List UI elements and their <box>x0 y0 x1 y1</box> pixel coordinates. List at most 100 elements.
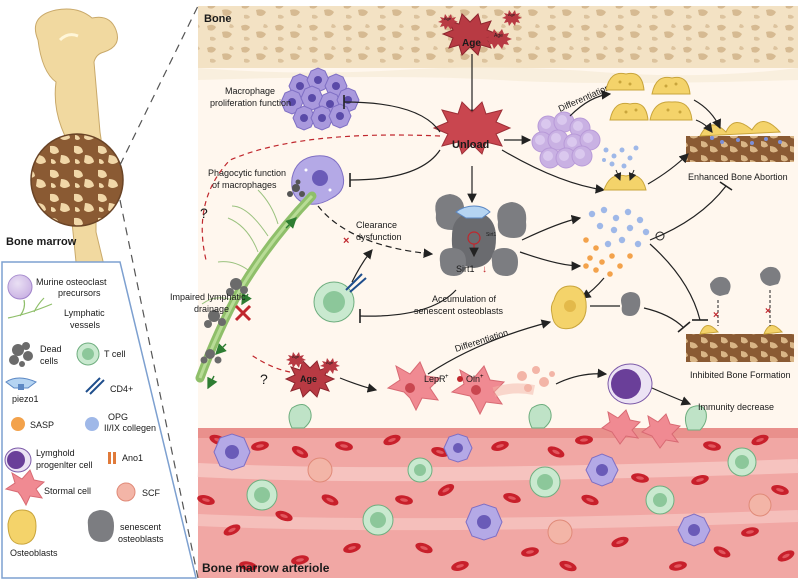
svg-text:×: × <box>713 310 719 321</box>
arrow-immunity <box>651 387 692 406</box>
arrow-activated-bone <box>647 153 689 185</box>
inhibit-unload-phago <box>349 149 441 181</box>
inhibit-sasp-resorption <box>649 185 727 241</box>
age-burst-bottom <box>284 352 340 398</box>
age-label-top: Age <box>462 38 481 49</box>
blocked-drainage-mark <box>234 304 252 322</box>
bone-sample-resorption <box>686 121 794 162</box>
age-label-bottom-small-2: Age <box>326 360 334 365</box>
bone-sample-formation <box>686 325 794 362</box>
legend-icon-osteoblast <box>7 509 37 545</box>
age-burst-top <box>438 10 522 56</box>
arteriole-macrophage-2 <box>465 503 503 541</box>
legend-label-2a: Dead <box>40 344 62 354</box>
clearance-label-2: dysfunction <box>356 232 402 242</box>
legend-label-3a: T cell <box>104 349 125 359</box>
inhibit-senescent-tcell <box>359 289 457 317</box>
legend-icon-stromal <box>4 469 46 507</box>
clearance-label-1: Clearance <box>356 220 397 230</box>
zoom-line-top <box>119 5 199 166</box>
legend-label-0a: Murine osteoclast <box>36 277 107 287</box>
legend-label-9a: Ano1 <box>122 453 143 463</box>
phago-label-1: Phagocytic function <box>208 168 286 178</box>
arrow-age-stromal <box>339 377 378 393</box>
age-label-small-2: Age <box>508 12 516 17</box>
arrow-clearance <box>317 205 434 258</box>
legend-label-1a: Lymphatic <box>64 308 105 318</box>
legend-label-4a: piezo1 <box>12 394 39 404</box>
inhibited-bone-label: Inhibited Bone Formation <box>690 370 791 380</box>
sirt1-label-a: Sirt1 <box>486 232 497 238</box>
svg-text:↓: ↓ <box>482 264 487 275</box>
legend-icon-ano1 <box>108 452 116 464</box>
unload-burst <box>432 101 512 155</box>
sasp-opg-dispersion <box>583 206 650 277</box>
legend-icon-sasp <box>11 417 25 431</box>
arteriole-tcells <box>246 447 757 536</box>
arrow-tcell-clearance <box>351 249 373 283</box>
bone-edge <box>198 67 798 83</box>
oln-label: Oln <box>466 374 480 384</box>
arrow-senescent-sasp <box>521 214 582 241</box>
region-label-arteriole: Bone marrow arteriole <box>202 561 330 575</box>
enhanced-bone-label: Enhanced Bone Abortion <box>688 172 788 182</box>
macrophage-cluster <box>280 67 360 131</box>
lymphoid-progenitor <box>607 363 653 405</box>
legend-icon-dead-cells <box>9 342 33 367</box>
legend-panel <box>1 261 197 579</box>
legend-label-12a: Osteoblasts <box>10 548 58 558</box>
region-label-bone-marrow: Bone marrow <box>6 236 77 248</box>
arrow-osteoclast-bone <box>693 99 721 130</box>
region-label-bone: Bone <box>204 13 232 25</box>
osteoclast-precursor-cluster <box>531 111 601 169</box>
scf-cells <box>307 457 772 545</box>
age-label-bottom: Age <box>300 374 317 384</box>
dead-cells-lymph <box>200 278 248 364</box>
legend-icon-opg <box>85 417 99 431</box>
senescent-single <box>621 292 641 316</box>
arrow-differentiation-bottom <box>427 319 552 375</box>
immunity-label: Immunity decrease <box>698 402 774 412</box>
legend-label-13a: senescent <box>120 522 162 532</box>
legend-label-1b: vessels <box>70 320 101 330</box>
legend-icon-lymphatic <box>7 297 53 319</box>
marrow-circle <box>30 133 124 227</box>
svg-text:×: × <box>343 235 349 247</box>
legend-icon-senescent <box>87 510 114 542</box>
legend-icon-scf <box>116 482 136 502</box>
arteriole-macrophage-5 <box>443 433 473 463</box>
legend-label-11a: SCF <box>142 488 161 498</box>
arrow-unload-activated <box>501 149 606 194</box>
lymph-label-1: Impaired lymphatic <box>170 292 246 302</box>
legend-label-2b: cells <box>40 356 59 366</box>
inhibit-unload-macrophage <box>343 101 441 133</box>
arteriole-macrophage-3 <box>585 453 619 487</box>
arrow-differentiation-top <box>569 90 612 117</box>
senescent-cluster <box>435 194 527 276</box>
svg-text:+: + <box>480 374 484 380</box>
macrophage-prolif-label-1: Macrophage <box>225 86 275 96</box>
legend-icon-cd4 <box>85 377 105 395</box>
age-label-small-3: Age <box>494 33 503 39</box>
svg-text:×: × <box>765 306 771 317</box>
macrophage-prolif-label-2: proliferation function <box>210 98 291 108</box>
sirt1-label-b: Sirt1 <box>456 264 475 274</box>
arrow-osteoclast2-bone <box>695 119 713 133</box>
arteriole-macrophage-1 <box>213 433 251 471</box>
svg-text:+: + <box>445 374 449 380</box>
stromal-cells-vessel <box>600 409 682 449</box>
age-label-bottom-small-1: Age <box>292 354 300 359</box>
extravasating-tcells <box>288 404 707 431</box>
osteoblast-main <box>550 285 587 330</box>
legend-label-10a: Stormal cell <box>44 486 91 496</box>
phagocytic-macrophage <box>287 155 345 205</box>
phago-label-2: of macrophages <box>212 180 277 190</box>
mature-osteoclasts <box>605 72 693 121</box>
lymph-label-2: drainage <box>194 304 229 314</box>
legend-icon-progenitor <box>4 447 32 473</box>
legend-label-5a: CD4+ <box>110 384 133 394</box>
arrow-senescent-sasp2 <box>519 251 582 271</box>
legend-label-8a: Lymghold <box>36 448 75 458</box>
legend-icon-piezo1 <box>5 377 37 390</box>
senescent-on-bone: × × <box>710 266 781 326</box>
